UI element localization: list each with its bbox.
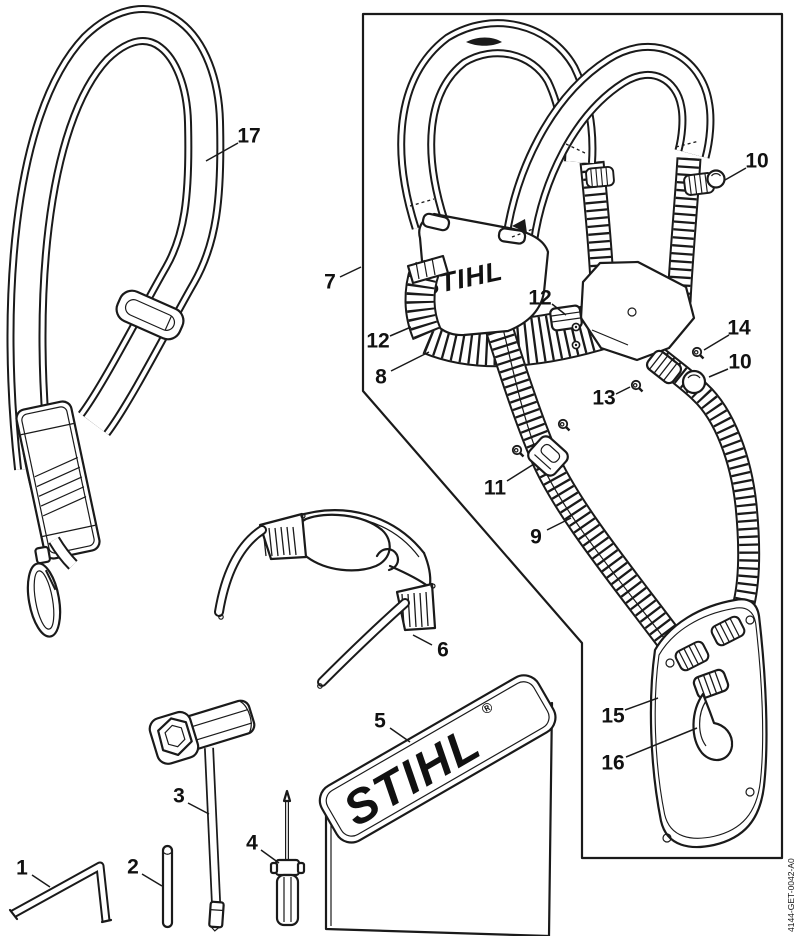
tool-bag-illustration: STIHL ® (318, 674, 557, 936)
screwdriver-illustration (269, 789, 306, 927)
tool-clip (691, 667, 734, 762)
callout-2: 2 (127, 856, 139, 879)
callout-leaders (31, 142, 747, 888)
callout-14: 14 (727, 317, 751, 340)
callout-16: 16 (601, 752, 624, 775)
callout-15: 15 (601, 705, 625, 728)
callout-7: 7 (324, 271, 336, 294)
harness-frame-box (361, 12, 784, 860)
harness-illustration: STIHL (408, 38, 768, 849)
callout-4: 4 (246, 832, 258, 855)
connector-plate (579, 260, 696, 362)
drawing-number: 4144-GET-0042-A0 (786, 858, 796, 932)
hip-pad (649, 598, 768, 849)
callout-12-mid: 12 (528, 287, 551, 310)
t-wrench-illustration (148, 699, 256, 932)
callout-5: 5 (374, 710, 386, 733)
dome-buckle-mid (681, 369, 707, 395)
callout-1: 1 (16, 857, 28, 880)
callout-labels: 1 2 3 4 5 6 7 8 9 10 10 11 12 12 13 14 1… (16, 125, 769, 880)
callout-10-mid: 10 (728, 351, 751, 374)
carabiner-hook (26, 545, 62, 638)
safety-glasses-illustration (214, 509, 437, 689)
pin-illustration (161, 844, 174, 929)
callout-13: 13 (592, 387, 615, 410)
dome-buckle-top (706, 169, 726, 189)
callout-3: 3 (173, 785, 185, 808)
callout-8: 8 (375, 366, 387, 389)
callout-6: 6 (437, 639, 449, 662)
callout-10-top: 10 (745, 150, 768, 173)
callout-11: 11 (484, 477, 507, 500)
allen-key-illustration (8, 861, 113, 924)
callout-17: 17 (237, 125, 260, 148)
strap-sleeve (15, 400, 101, 560)
callout-9: 9 (530, 526, 542, 549)
callout-12-left: 12 (366, 330, 389, 353)
shoulder-strap-illustration (15, 25, 205, 638)
strap-buckle (115, 289, 185, 341)
strap-adjuster (527, 435, 569, 477)
